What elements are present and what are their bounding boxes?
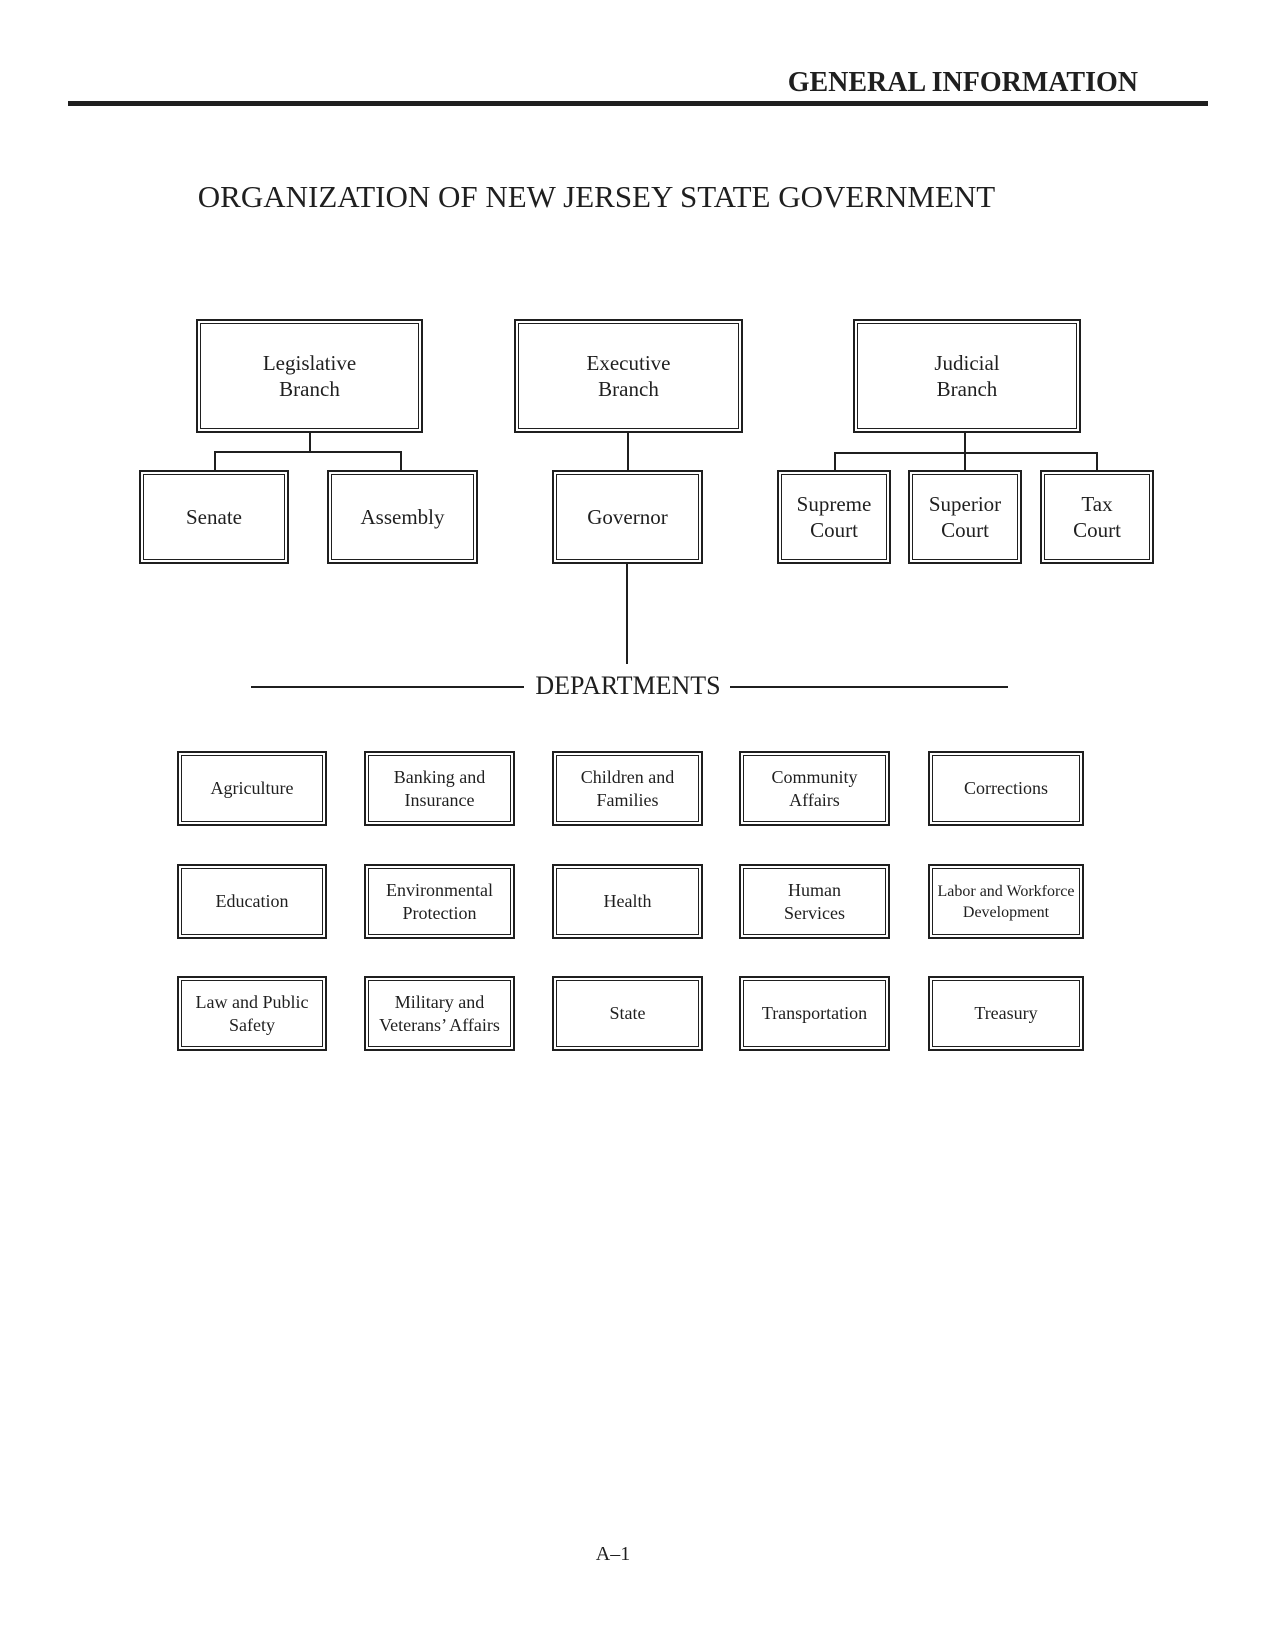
- tax-court-box: Tax Court: [1040, 470, 1154, 564]
- dept-label-environmental-protection: Environmental Protection: [386, 879, 493, 923]
- dept-box-law-and-public-safety: Law and Public Safety: [177, 976, 327, 1051]
- judicial-branch-box: Judicial Branch: [853, 319, 1081, 433]
- dept-label-corrections: Corrections: [964, 778, 1048, 798]
- box-inner-border: Agriculture: [181, 755, 323, 822]
- dept-label-children-and-families: Children and Families: [580, 766, 675, 810]
- box-inner-border: Health: [556, 868, 699, 935]
- superior-court-label: Superior Court: [928, 492, 1002, 542]
- box-inner-border: Superior Court: [912, 474, 1018, 560]
- dept-box-community-affairs: Community Affairs: [739, 751, 890, 826]
- assembly-box: Assembly: [327, 470, 478, 564]
- supreme-court-box: Supreme Court: [777, 470, 891, 564]
- senate-box: Senate: [139, 470, 289, 564]
- dept-label-labor-and-workforce-development: Labor and Workforce Development: [937, 882, 1075, 921]
- connector-senate-drop: [214, 451, 216, 470]
- page-header: GENERAL INFORMATION: [787, 67, 1138, 98]
- box-inner-border: Transportation: [743, 980, 886, 1047]
- box-inner-border: Human Services: [743, 868, 886, 935]
- connector-judicial-down: [964, 433, 966, 470]
- dept-box-environmental-protection: Environmental Protection: [364, 864, 515, 939]
- box-inner-border: Tax Court: [1044, 474, 1150, 560]
- header-rule: [68, 101, 1208, 106]
- legislative-branch-box: Legislative Branch: [196, 319, 423, 433]
- departments-rule-right: [730, 686, 1008, 688]
- box-inner-border: Military and Veterans’ Affairs: [368, 980, 511, 1047]
- dept-label-human-services: Human Services: [784, 879, 845, 923]
- legislative-branch-label: Legislative Branch: [262, 351, 357, 401]
- box-inner-border: Executive Branch: [518, 323, 739, 429]
- box-inner-border: State: [556, 980, 699, 1047]
- connector-legislative-across: [214, 451, 402, 453]
- box-inner-border: Treasury: [932, 980, 1080, 1047]
- dept-box-treasury: Treasury: [928, 976, 1084, 1051]
- dept-box-children-and-families: Children and Families: [552, 751, 703, 826]
- box-inner-border: Law and Public Safety: [181, 980, 323, 1047]
- box-inner-border: Assembly: [331, 474, 474, 560]
- dept-box-banking-and-insurance: Banking and Insurance: [364, 751, 515, 826]
- dept-box-education: Education: [177, 864, 327, 939]
- dept-label-health: Health: [603, 891, 652, 911]
- dept-label-treasury: Treasury: [974, 1003, 1038, 1023]
- dept-box-labor-and-workforce-development: Labor and Workforce Development: [928, 864, 1084, 939]
- dept-label-agriculture: Agriculture: [210, 778, 294, 798]
- dept-label-community-affairs: Community Affairs: [771, 766, 858, 810]
- connector-assembly-drop: [400, 451, 402, 470]
- connector-legislative-down: [309, 433, 311, 451]
- connector-executive-down: [627, 433, 629, 470]
- box-inner-border: Governor: [556, 474, 699, 560]
- dept-box-military-and-veterans-affairs: Military and Veterans’ Affairs: [364, 976, 515, 1051]
- dept-label-transportation: Transportation: [761, 1003, 868, 1023]
- superior-court-box: Superior Court: [908, 470, 1022, 564]
- page-title: ORGANIZATION OF NEW JERSEY STATE GOVERNM…: [197, 179, 996, 214]
- connector-judicial-across: [834, 452, 1098, 454]
- departments-heading: DEPARTMENTS: [535, 671, 721, 700]
- dept-label-state: State: [609, 1003, 646, 1023]
- box-inner-border: Senate: [143, 474, 285, 560]
- dept-label-education: Education: [215, 891, 289, 911]
- dept-box-human-services: Human Services: [739, 864, 890, 939]
- box-inner-border: Community Affairs: [743, 755, 886, 822]
- dept-box-transportation: Transportation: [739, 976, 890, 1051]
- dept-box-agriculture: Agriculture: [177, 751, 327, 826]
- connector-governor-to-departments: [626, 564, 628, 664]
- supreme-court-label: Supreme Court: [796, 492, 872, 542]
- governor-label: Governor: [587, 505, 668, 529]
- governor-box: Governor: [552, 470, 703, 564]
- dept-label-banking-and-insurance: Banking and Insurance: [393, 766, 486, 810]
- dept-box-corrections: Corrections: [928, 751, 1084, 826]
- assembly-label: Assembly: [360, 505, 445, 529]
- dept-box-health: Health: [552, 864, 703, 939]
- box-inner-border: Labor and Workforce Development: [932, 868, 1080, 935]
- box-inner-border: Corrections: [932, 755, 1080, 822]
- senate-label: Senate: [186, 505, 242, 529]
- box-inner-border: Environmental Protection: [368, 868, 511, 935]
- judicial-branch-label: Judicial Branch: [934, 351, 1000, 401]
- dept-label-military-and-veterans-affairs: Military and Veterans’ Affairs: [379, 991, 500, 1035]
- box-inner-border: Legislative Branch: [200, 323, 419, 429]
- executive-branch-box: Executive Branch: [514, 319, 743, 433]
- departments-rule-left: [251, 686, 524, 688]
- tax-court-label: Tax Court: [1073, 492, 1121, 542]
- dept-box-state: State: [552, 976, 703, 1051]
- connector-tax-drop: [1096, 452, 1098, 470]
- executive-branch-label: Executive Branch: [586, 351, 671, 401]
- connector-supreme-drop: [834, 452, 836, 470]
- box-inner-border: Supreme Court: [781, 474, 887, 560]
- box-inner-border: Education: [181, 868, 323, 935]
- box-inner-border: Banking and Insurance: [368, 755, 511, 822]
- page-number: A–1: [595, 1543, 631, 1565]
- box-inner-border: Children and Families: [556, 755, 699, 822]
- box-inner-border: Judicial Branch: [857, 323, 1077, 429]
- dept-label-law-and-public-safety: Law and Public Safety: [195, 991, 309, 1035]
